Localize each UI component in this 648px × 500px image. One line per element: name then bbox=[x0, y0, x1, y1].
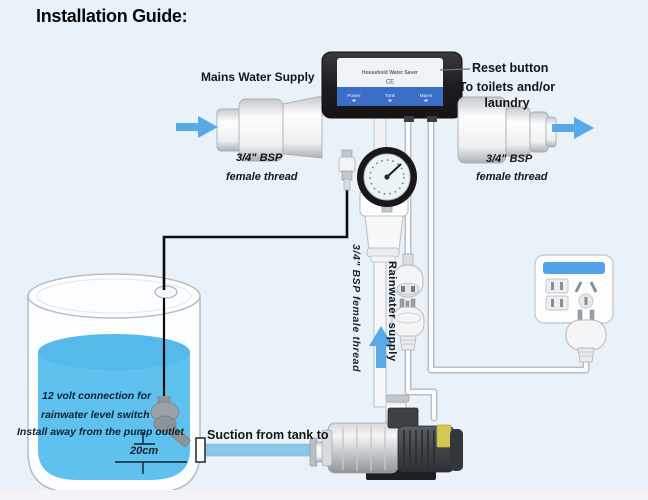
mains-inlet-arrow bbox=[176, 116, 218, 138]
pump-power-cable bbox=[404, 342, 438, 422]
tank-note-line3: Install away from the pump outlet bbox=[17, 426, 184, 438]
tank-note-line2: rainwater level switch bbox=[41, 409, 150, 421]
pump-socket-connector bbox=[392, 253, 424, 298]
pressure-pump bbox=[309, 394, 463, 480]
tank-note-line1: 12 volt connection for bbox=[42, 390, 152, 402]
reset-pointer-line bbox=[439, 68, 471, 71]
tank-outlet-fitting bbox=[195, 437, 206, 463]
left-bsp-label: 3/4" BSP bbox=[236, 152, 283, 164]
right-bsp-label: 3/4" BSP bbox=[486, 153, 533, 165]
pump-plug bbox=[391, 298, 425, 351]
controller-name-text: Household Water Saver bbox=[362, 70, 418, 76]
reset-button-label: Reset button bbox=[472, 61, 549, 75]
indicator-label-tank: Tank bbox=[385, 93, 396, 99]
indicator-label-power: Power bbox=[347, 93, 361, 99]
wall-plug bbox=[565, 309, 607, 363]
right-thread-label: female thread bbox=[476, 171, 548, 183]
outlet-socket-two-pin-top bbox=[545, 278, 569, 294]
suction-label: Suction from tank to bbox=[207, 428, 329, 442]
riser-bsp-label: 3/4" BSP female thread bbox=[350, 244, 362, 373]
pump-label bbox=[436, 424, 452, 448]
tank-water bbox=[38, 334, 190, 480]
float-level-switch bbox=[150, 396, 191, 447]
controller-mains-cable bbox=[427, 114, 590, 374]
outlet-socket-two-pin-bottom bbox=[545, 295, 569, 311]
bottom-edge-strip bbox=[0, 490, 648, 500]
indicator-label-mains: Mains bbox=[420, 93, 433, 99]
controller-label-blue-strip bbox=[337, 87, 443, 106]
mains-pipe-left bbox=[216, 95, 323, 162]
wall-outlet bbox=[534, 254, 614, 324]
page-title: Installation Guide: bbox=[36, 6, 188, 26]
distance-label: 20cm bbox=[130, 445, 159, 457]
outlet-flow-arrow bbox=[552, 117, 594, 139]
tank-lid-hole bbox=[154, 285, 178, 299]
mains-supply-label: Mains Water Supply bbox=[201, 70, 315, 84]
to-toilets-line2: laundry bbox=[484, 96, 530, 110]
controller-ce-mark: CE bbox=[386, 80, 394, 86]
level-switch-wire bbox=[162, 190, 349, 290]
indicator-leds bbox=[352, 99, 428, 102]
sensor-valve bbox=[338, 149, 356, 191]
to-toilets-line1: To toilets and/or bbox=[458, 80, 556, 94]
rainwater-tank bbox=[27, 273, 201, 493]
controller-unit: Household Water Saver CE Power Tank Main… bbox=[321, 51, 463, 122]
outlet-socket-three-pin bbox=[574, 281, 598, 309]
outlet-blue-strip bbox=[543, 262, 605, 274]
to-toilets-label: To toilets and/or laundry bbox=[452, 79, 562, 111]
flow-up-arrow bbox=[369, 326, 393, 368]
distance-dimension-lines bbox=[115, 432, 187, 474]
rainwater-supply-label: Rainwater supply bbox=[386, 261, 398, 362]
left-thread-label: female thread bbox=[226, 171, 298, 183]
pump-junction-box bbox=[387, 407, 419, 429]
pressure-gauge bbox=[357, 147, 417, 213]
pump-body bbox=[327, 422, 399, 474]
